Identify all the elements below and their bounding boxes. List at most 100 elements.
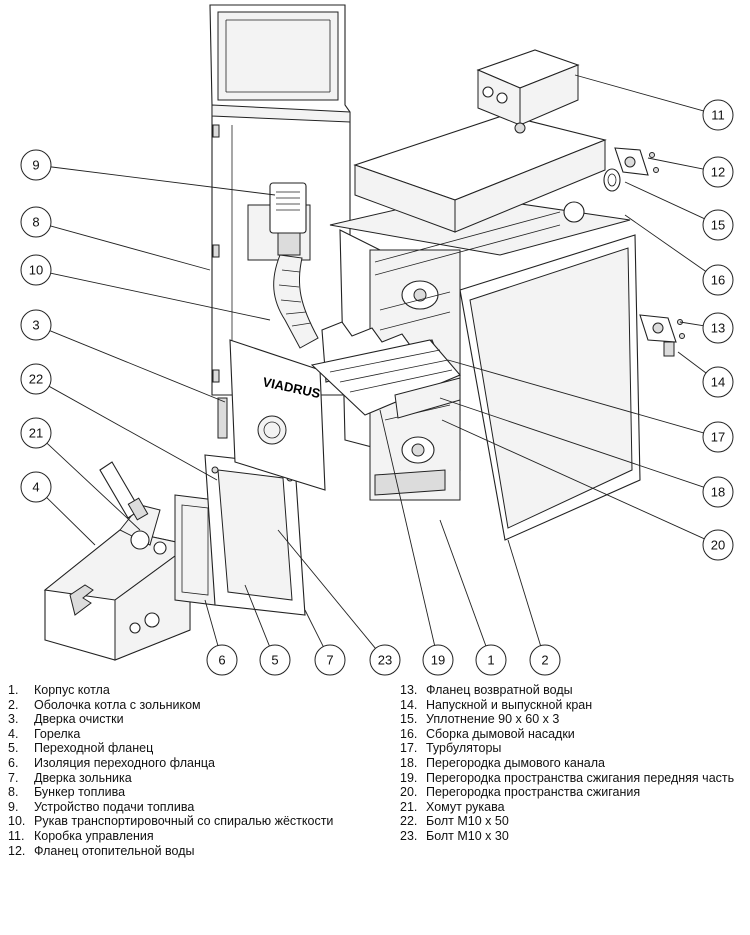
legend-item: 1.Корпус котла xyxy=(8,683,368,698)
callout-number: 10 xyxy=(29,263,43,278)
legend-item: 18.Перегородка дымового канала xyxy=(400,756,745,771)
leader-line xyxy=(277,529,376,649)
legend-item: 4. Горелка xyxy=(8,727,368,742)
flue-baffle xyxy=(394,377,461,419)
legend-text: Перегородка пространства сжигания передн… xyxy=(426,770,735,785)
legend-number: 23. xyxy=(400,828,418,843)
callout-circle xyxy=(702,99,734,131)
callout-number: 18 xyxy=(711,485,725,500)
legend-text: Турбуляторы xyxy=(426,741,502,756)
callout-number: 17 xyxy=(711,430,725,445)
legend-number: 8. xyxy=(8,785,19,800)
transport-hose xyxy=(273,254,319,349)
callout-18: 18 xyxy=(439,397,734,508)
callout-15: 15 xyxy=(624,181,734,241)
callout-number: 9 xyxy=(32,158,39,173)
legend-item: 14.Напускной и выпускной кран xyxy=(400,698,745,713)
legend-number: 21. xyxy=(400,799,418,814)
legend-item: 6.Изоляция переходного фланца xyxy=(8,756,368,771)
callout-6: 6 xyxy=(204,599,238,676)
legend-item: 8. Бункер топлива xyxy=(8,785,368,800)
leader-line xyxy=(204,599,219,646)
legend-number: 4. xyxy=(8,726,19,741)
legend-number: 11. xyxy=(8,828,25,843)
legend-text: Горелка xyxy=(34,726,81,741)
callout-circle xyxy=(314,644,346,676)
legend-text: Фланец отопительной воды xyxy=(34,843,195,858)
leader-line xyxy=(574,74,704,112)
callout-11: 11 xyxy=(574,74,734,131)
legend-item: 2.Оболочка котла с зольником xyxy=(8,698,368,713)
callout-circle xyxy=(475,644,507,676)
legend-number: 15. xyxy=(400,712,418,727)
callout-circle xyxy=(702,209,734,241)
combustion-baffle-front xyxy=(310,339,461,416)
callout-23: 23 xyxy=(277,529,401,676)
callout-number: 7 xyxy=(326,653,333,668)
legend-item: 9.Устройство подачи топлива xyxy=(8,800,368,815)
callout-number: 4 xyxy=(32,480,39,495)
leader-line xyxy=(46,442,141,531)
callout-14: 14 xyxy=(677,351,734,398)
legend-text: Фланец возвратной воды xyxy=(426,683,573,697)
exploded-view-diagram: VIADRUS xyxy=(20,4,734,676)
legend-number: 2. xyxy=(8,697,19,712)
callout-22: 22 xyxy=(20,363,218,481)
legend-text: Изоляция переходного фланца xyxy=(34,755,215,770)
callout-number: 3 xyxy=(32,318,39,333)
callout-circle xyxy=(369,644,401,676)
callout-circle xyxy=(702,366,734,398)
callout-number: 16 xyxy=(711,273,725,288)
legend-text: Бункер топлива xyxy=(34,785,126,800)
legend-item: 21. Хомут рукава xyxy=(400,800,745,815)
cleaning-door: VIADRUS xyxy=(217,339,326,491)
legend-text: Перегородка пространства сжигания xyxy=(426,785,641,800)
callout-10: 10 xyxy=(20,254,271,321)
legend-item: 19.Перегородка пространства сжигания пер… xyxy=(400,771,745,786)
callout-number: 12 xyxy=(711,165,725,180)
leader-line xyxy=(439,519,487,647)
legend-text: Уплотнение 90 x 60 x 3 xyxy=(426,712,560,727)
leader-line xyxy=(48,385,218,481)
legend-number: 22. xyxy=(400,814,418,829)
callout-circle xyxy=(702,421,734,453)
seal-90x60x3 xyxy=(603,168,621,192)
legend-number: 9. xyxy=(8,799,19,814)
callout-number: 2 xyxy=(541,653,548,668)
callout-2: 2 xyxy=(507,539,561,676)
callout-number: 5 xyxy=(271,653,278,668)
leader-line xyxy=(507,539,542,646)
control-box xyxy=(476,49,580,134)
callout-19: 19 xyxy=(379,409,454,676)
callout-4: 4 xyxy=(20,471,96,546)
callout-circle xyxy=(20,417,52,449)
legend-number: 10. xyxy=(8,814,26,829)
legend-number: 7. xyxy=(8,770,19,785)
leader-line xyxy=(441,419,705,540)
leader-line xyxy=(447,359,704,434)
callout-circle xyxy=(702,264,734,296)
callout-number: 1 xyxy=(487,653,494,668)
callout-circle xyxy=(20,471,52,503)
legend-item: 11.Коробка управления xyxy=(8,829,368,844)
legend-item: 22.Болт M10 x 50 xyxy=(400,814,745,829)
leader-line xyxy=(679,321,704,327)
callout-number: 8 xyxy=(32,215,39,230)
legend-text: Хомут рукава xyxy=(426,799,505,814)
legend-number: 20. xyxy=(400,785,418,800)
callout-number: 6 xyxy=(218,653,225,668)
legend-text: Рукав транспортировочный со спиралью жёс… xyxy=(34,814,334,829)
legend-item: 15. Уплотнение 90 x 60 x 3 xyxy=(400,712,745,727)
callout-circle xyxy=(702,156,734,188)
legend-text: Перегородка дымового канала xyxy=(426,755,605,770)
legend-item: 17.Турбуляторы xyxy=(400,741,745,756)
callout-9: 9 xyxy=(20,149,276,196)
callout-circle xyxy=(702,312,734,344)
leader-line xyxy=(50,166,276,196)
callout-circle xyxy=(529,644,561,676)
callout-number: 22 xyxy=(29,372,43,387)
leader-line xyxy=(624,214,706,272)
burner xyxy=(43,461,192,661)
